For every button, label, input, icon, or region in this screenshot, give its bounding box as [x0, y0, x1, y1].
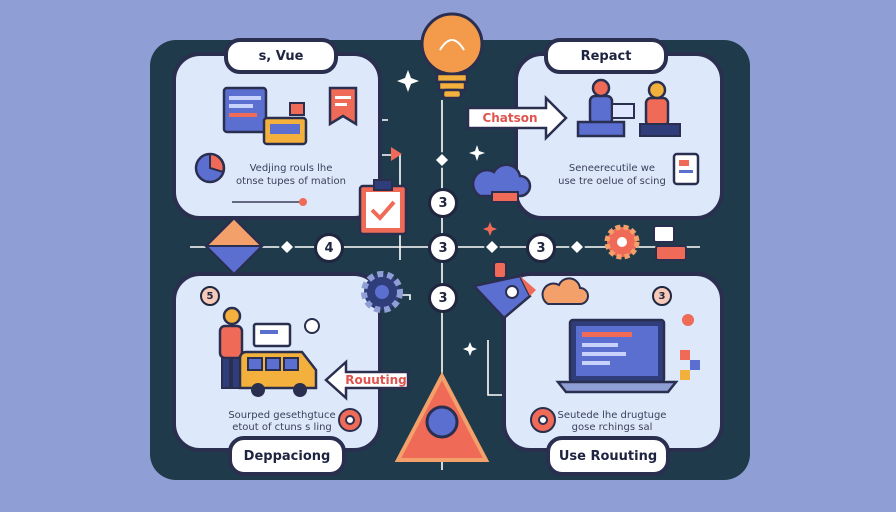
step-number-bottom-right: 3 [652, 286, 672, 306]
clipboard-check-icon [358, 179, 408, 236]
compass-diamond-icon [203, 216, 265, 276]
panel-deploying-title: Deppaciong [228, 436, 346, 476]
person-icon [218, 306, 244, 389]
routing-arrow-label: Rouuting [345, 373, 407, 387]
arrow-chatson [466, 94, 568, 142]
panel-react-caption-line-2: use tre oelue of scing [558, 176, 666, 187]
panel-use-routing-caption-line-1: Seutede lhe drugtuge [557, 410, 667, 421]
panel-deploying-caption-line-2: etout of ctuns s ling [232, 422, 332, 433]
cloud-icon [471, 163, 532, 203]
chatson-arrow-label: Chatson [482, 111, 538, 125]
panel-vue-caption-line-2: otnse tupes of mation [236, 176, 346, 187]
gear-icon-tiny [682, 314, 694, 326]
step-number-right: 3 [526, 233, 556, 263]
gear-icon-red [530, 407, 556, 433]
panel-vue-title: s, Vue [224, 38, 338, 74]
bookmark-note-icon [328, 86, 358, 127]
panel-use-routing-title: Use Rouuting [546, 436, 670, 476]
panel-react-title: Repact [544, 38, 668, 74]
step-number-center: 3 [428, 233, 458, 263]
cloud-icon-small [541, 277, 589, 305]
card-stack-icon [653, 225, 687, 261]
step-number-top: 3 [428, 188, 458, 218]
rocket-icon [471, 261, 536, 320]
dashboard-window-icon [222, 86, 268, 134]
document-chart-icon [672, 152, 700, 186]
compass-icon [394, 371, 490, 462]
team-people-icon [576, 78, 681, 138]
laptop-icon [555, 318, 679, 394]
gear-icon-red-right [604, 224, 640, 260]
step-number-left: 4 [314, 233, 344, 263]
panel-use-routing-caption-line-2: gose rchings sal [571, 422, 653, 433]
arrow-routing [324, 359, 410, 401]
panel-deploying-caption-line-1: Sourped gesethgtuce [228, 410, 336, 421]
step-number-bottom-left: 5 [200, 286, 220, 306]
panel-vue-caption-line-1: Vedjing rouls lhe [249, 163, 333, 174]
chart-icon [194, 152, 226, 184]
van-icon [238, 350, 318, 397]
lightbulb-icon [420, 12, 484, 100]
step-number-lower: 3 [428, 283, 458, 313]
panel-react-caption-line-1: Seneerecutile we [568, 163, 656, 174]
gear-icon-small [338, 408, 362, 432]
gear-icon-large [361, 271, 403, 313]
